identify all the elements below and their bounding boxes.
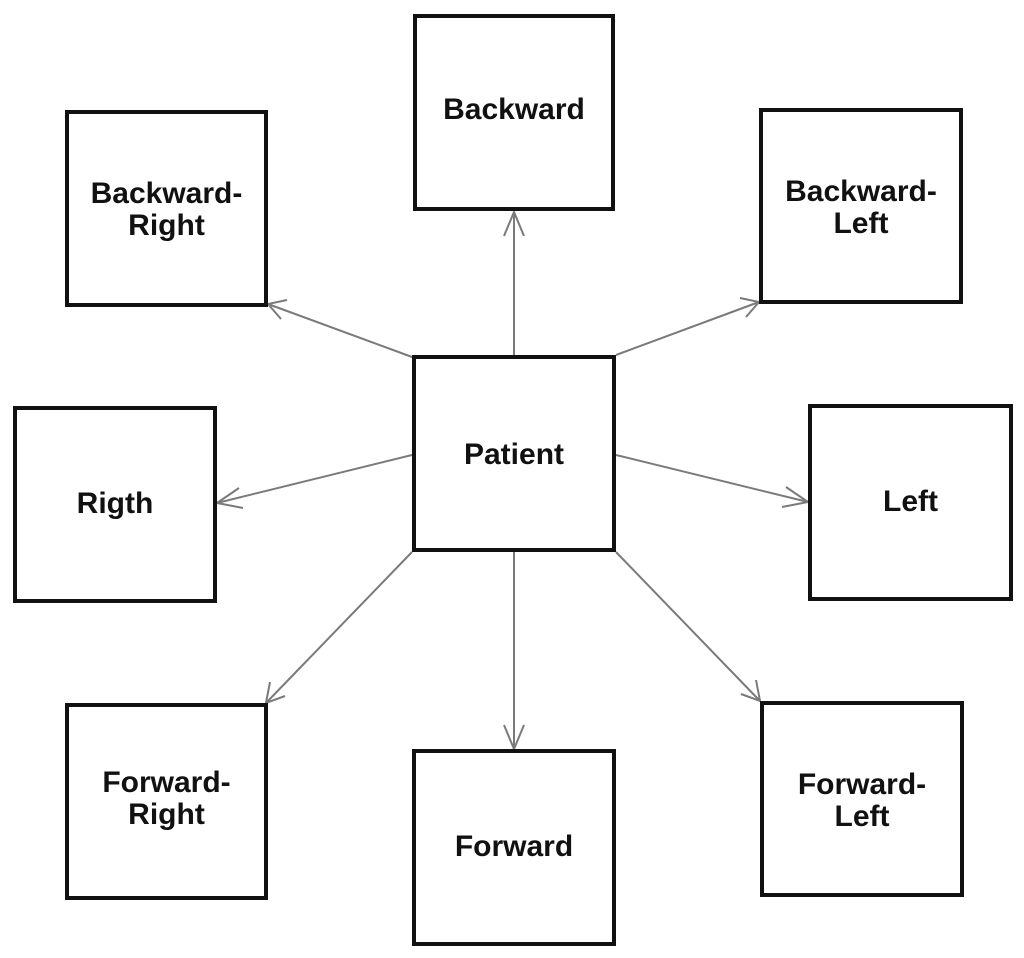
node-forward-left: Forward- Left [760, 701, 964, 897]
node-patient-label: Patient [463, 438, 565, 471]
node-forward-left-label: Forward- Left [797, 768, 927, 834]
node-left-label: Left [883, 485, 938, 519]
node-backward: Backward [413, 14, 615, 211]
arrow-patient-to-backward [503, 209, 525, 355]
node-forward-label: Forward [454, 830, 574, 864]
node-backward-label: Backward [443, 93, 585, 126]
node-forward-right: Forward- Right [65, 703, 268, 900]
arrow-patient-to-backward-right [266, 299, 413, 358]
node-backward-right-label: Backward- Right [90, 177, 243, 243]
arrow-patient-to-backward-left [615, 297, 761, 356]
arrow-patient-to-forward-right [264, 551, 413, 705]
node-forward: Forward [412, 749, 616, 946]
arrow-patient-to-left [615, 454, 811, 508]
node-backward-left: Backward- Left [759, 108, 963, 304]
node-left: Left [808, 404, 1013, 601]
arrow-patient-to-right [214, 454, 413, 509]
node-backward-right: Backward- Right [65, 110, 268, 307]
arrow-patient-to-forward-left [615, 551, 762, 703]
node-backward-left-label: Backward- Left [785, 175, 937, 241]
node-right: Rigth [13, 406, 217, 603]
node-forward-right-label: Forward- Right [102, 766, 231, 832]
node-patient: Patient [412, 355, 616, 552]
node-right-label: Rigth [76, 487, 154, 521]
arrow-patient-to-forward [503, 552, 525, 752]
